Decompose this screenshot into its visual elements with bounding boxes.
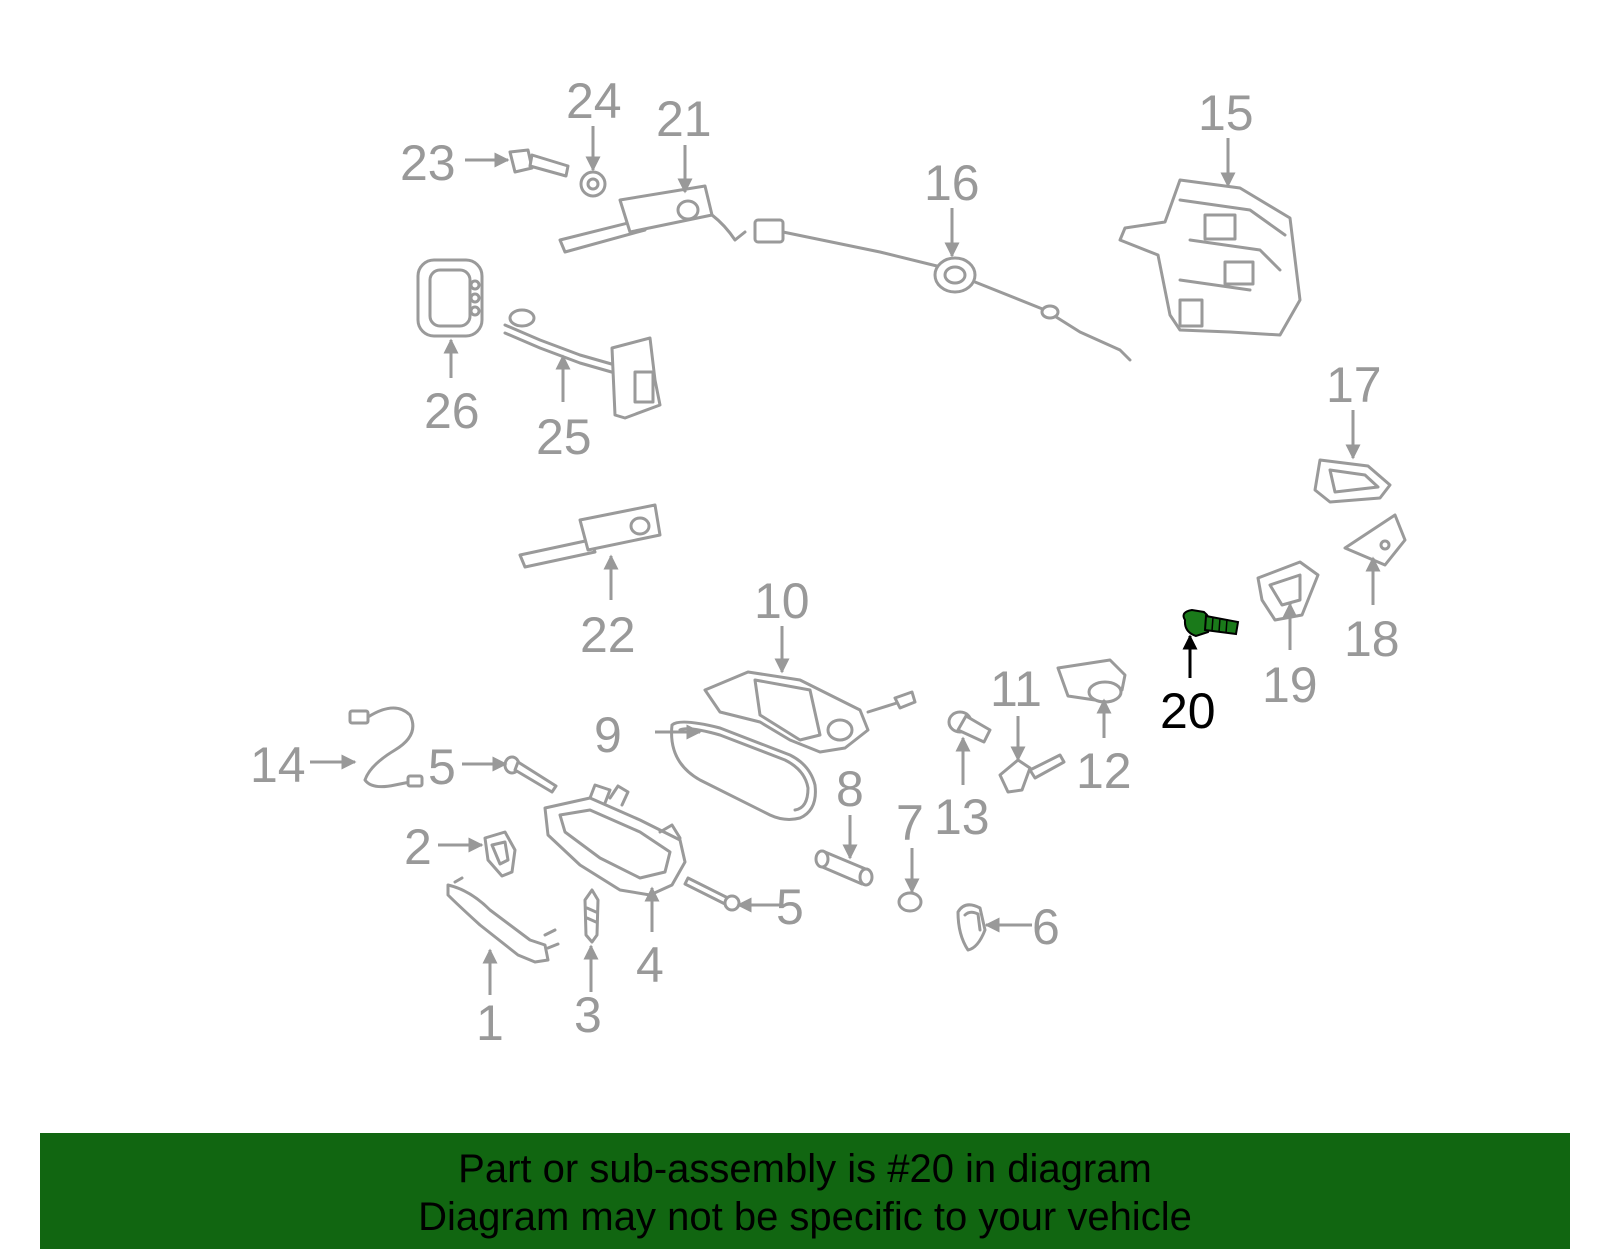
part-17-bezel[interactable]	[1313, 458, 1392, 504]
callout-11: 11	[990, 661, 1042, 717]
banner-line-disclaimer: Diagram may not be specific to your vehi…	[418, 1195, 1192, 1239]
part-23-bolt[interactable]	[508, 148, 570, 178]
part-14-wire[interactable]	[348, 706, 424, 789]
part-10-carrier[interactable]	[703, 670, 917, 754]
part-25-harness[interactable]	[503, 308, 662, 420]
callout-18: 18	[1344, 611, 1400, 667]
callout-8: 8	[836, 761, 864, 817]
callout-2: 2	[404, 819, 432, 875]
callout-15: 15	[1198, 85, 1254, 141]
callout-1: 1	[476, 995, 504, 1051]
callout-10: 10	[754, 573, 810, 629]
part-3-clip[interactable]	[583, 888, 600, 944]
part-7-plug[interactable]	[897, 891, 923, 913]
callout-16: 16	[924, 155, 980, 211]
callout-23: 23	[400, 135, 456, 191]
part-22-bracket[interactable]	[518, 503, 662, 569]
part-8-bushing[interactable]	[814, 849, 874, 887]
callout-24: 24	[566, 73, 622, 129]
callout-26: 26	[424, 383, 480, 439]
part-5-screw-upper[interactable]	[503, 755, 558, 794]
part-2-cap[interactable]	[483, 830, 517, 878]
part-13-pin[interactable]	[947, 710, 992, 744]
callout-22: 22	[580, 607, 636, 663]
part-1-handle[interactable]	[446, 876, 560, 964]
info-banner: Part or sub-assembly is #20 in diagram D…	[40, 1133, 1570, 1249]
part-21-bracket[interactable]	[558, 184, 747, 254]
callout-7: 7	[896, 795, 924, 851]
part-16-cable[interactable]	[753, 218, 1132, 362]
part-6-clip[interactable]	[956, 903, 987, 952]
callout-6: 6	[1032, 899, 1060, 955]
leader-lines	[310, 126, 1381, 995]
callout-19: 19	[1262, 657, 1318, 713]
part-12-sensor[interactable]	[1056, 658, 1127, 704]
callout-5-upper: 5	[428, 739, 456, 795]
callout-5-lower: 5	[776, 879, 804, 935]
callout-21: 21	[656, 91, 712, 147]
callout-3: 3	[574, 987, 602, 1043]
part-15-latch[interactable]	[1118, 178, 1302, 337]
callout-17: 17	[1326, 357, 1382, 413]
part-11-switch[interactable]	[998, 753, 1066, 794]
callout-12: 12	[1076, 743, 1132, 799]
banner-line-part-number: Part or sub-assembly is #20 in diagram	[458, 1147, 1152, 1191]
part-18-clip[interactable]	[1343, 513, 1407, 567]
part-24-washer[interactable]	[579, 170, 607, 198]
callout-20: 20	[1160, 683, 1216, 739]
part-20-screw[interactable]	[1182, 608, 1240, 638]
part-5-screw-lower[interactable]	[683, 876, 741, 912]
callout-13: 13	[934, 789, 990, 845]
part-26-grommet[interactable]	[416, 258, 484, 338]
callout-14: 14	[250, 737, 306, 793]
part-4-housing[interactable]	[543, 783, 687, 897]
part-19-bracket[interactable]	[1256, 560, 1320, 622]
callout-9: 9	[594, 707, 622, 763]
callout-4: 4	[636, 937, 664, 993]
callout-25: 25	[536, 409, 592, 465]
callout-labels: 23 24 21 16 15 26 25 22 17 18 19 20 10 1…	[250, 73, 1400, 1051]
